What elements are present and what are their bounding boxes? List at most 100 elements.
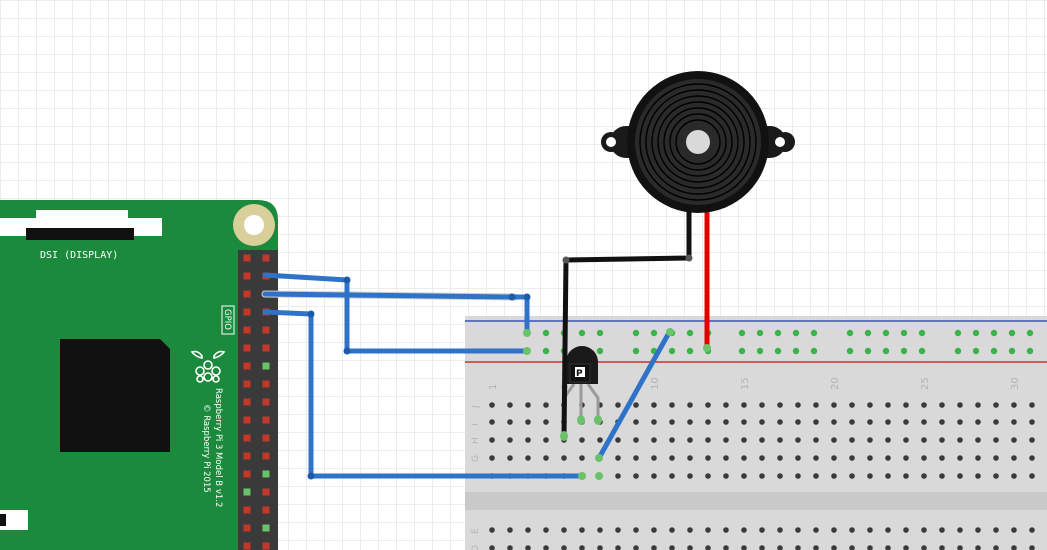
rail-hole <box>668 347 676 355</box>
breadboard-hole <box>669 473 675 479</box>
breadboard-hole <box>633 527 639 533</box>
breadboard-hole <box>921 473 927 479</box>
gpio-pin <box>243 344 251 352</box>
breadboard-hole <box>633 455 639 461</box>
rail-hole <box>686 347 694 355</box>
center-channel <box>465 492 1047 510</box>
gpio-pin <box>262 452 270 460</box>
breadboard-hole <box>813 437 819 443</box>
piezo-buzzer <box>601 71 795 213</box>
breadboard-hole <box>813 419 819 425</box>
breadboard-hole <box>777 545 783 550</box>
buzzer-center <box>686 130 710 154</box>
breadboard-hole <box>939 527 945 533</box>
breadboard-hole <box>561 455 567 461</box>
breadboard-hole <box>885 419 891 425</box>
breadboard-hole <box>885 473 891 479</box>
breadboard-hole <box>723 402 729 408</box>
wires <box>261 207 710 480</box>
rail-hole <box>1008 329 1016 337</box>
breadboard-hole <box>1029 527 1035 533</box>
breadboard-hole <box>525 455 531 461</box>
breadboard-hole <box>525 437 531 443</box>
breadboard-hole <box>543 419 549 425</box>
breadboard-hole <box>489 437 495 443</box>
gpio-pin <box>243 524 251 532</box>
rail-hole <box>632 329 640 337</box>
breadboard: 1 5 10 15 20 25 30 J I H G E D <box>465 316 1047 550</box>
rail-hole <box>990 329 998 337</box>
breadboard-hole <box>1029 419 1035 425</box>
gpio-pin <box>243 272 251 280</box>
breadboard-hole <box>759 527 765 533</box>
breadboard-hole <box>741 402 747 408</box>
blue-wire-gpio-ground <box>262 272 530 354</box>
breadboard-hole <box>849 545 855 550</box>
breadboard-hole <box>795 437 801 443</box>
breadboard-hole <box>939 545 945 550</box>
gpio-pin <box>243 434 251 442</box>
breadboard-hole <box>687 419 693 425</box>
breadboard-hole <box>993 473 999 479</box>
rail-hole <box>756 329 764 337</box>
breadboard-hole <box>993 437 999 443</box>
breadboard-hole <box>831 455 837 461</box>
breadboard-hole <box>723 419 729 425</box>
breadboard-hole <box>687 527 693 533</box>
breadboard-hole <box>939 437 945 443</box>
breadboard-hole <box>687 545 693 550</box>
gpio-pin <box>243 542 251 550</box>
breadboard-hole <box>651 419 657 425</box>
soc-chip <box>60 339 170 452</box>
breadboard-hole <box>723 545 729 550</box>
rail-hole <box>792 329 800 337</box>
breadboard-hole <box>813 545 819 550</box>
breadboard-hole <box>687 437 693 443</box>
breadboard-hole <box>669 455 675 461</box>
column-number: 15 <box>740 377 751 390</box>
rail-hole <box>864 329 872 337</box>
gpio-pin <box>243 470 251 478</box>
breadboard-hole <box>849 455 855 461</box>
breadboard-hole <box>831 545 837 550</box>
breadboard-hole <box>543 455 549 461</box>
rail-hole <box>954 329 962 337</box>
breadboard-hole <box>813 455 819 461</box>
breadboard-hole <box>561 527 567 533</box>
gpio-pin <box>262 344 270 352</box>
breadboard-hole <box>741 437 747 443</box>
breadboard-hole <box>741 473 747 479</box>
breadboard-hole <box>975 419 981 425</box>
breadboard-hole <box>651 437 657 443</box>
breadboard-hole <box>975 402 981 408</box>
rail-hole <box>900 329 908 337</box>
board-model-label: Raspberry Pi 3 Model B v1.2 <box>213 388 223 507</box>
rail-hole <box>650 329 658 337</box>
breadboard-hole <box>921 419 927 425</box>
breadboard-hole <box>561 545 567 550</box>
breadboard-hole <box>795 402 801 408</box>
rail-hole <box>774 347 782 355</box>
breadboard-hole <box>777 527 783 533</box>
rail-hole <box>792 347 800 355</box>
breadboard-hole <box>957 527 963 533</box>
breadboard-hole <box>507 455 513 461</box>
breadboard-hole <box>633 545 639 550</box>
breadboard-hole <box>957 545 963 550</box>
rail-hole <box>774 329 782 337</box>
gpio-pin <box>243 362 251 370</box>
breadboard-hole <box>597 437 603 443</box>
rail-hole <box>738 347 746 355</box>
breadboard-hole <box>903 419 909 425</box>
breadboard-hole <box>957 437 963 443</box>
column-number: 30 <box>1010 377 1021 390</box>
breadboard-hole <box>525 545 531 550</box>
transistor-marking: P <box>576 369 583 379</box>
breadboard-hole <box>939 473 945 479</box>
breadboard-hole <box>669 545 675 550</box>
breadboard-hole <box>993 545 999 550</box>
breadboard-hole <box>705 437 711 443</box>
breadboard-hole <box>615 455 621 461</box>
gpio-pin <box>262 362 270 370</box>
breadboard-hole <box>1011 455 1017 461</box>
